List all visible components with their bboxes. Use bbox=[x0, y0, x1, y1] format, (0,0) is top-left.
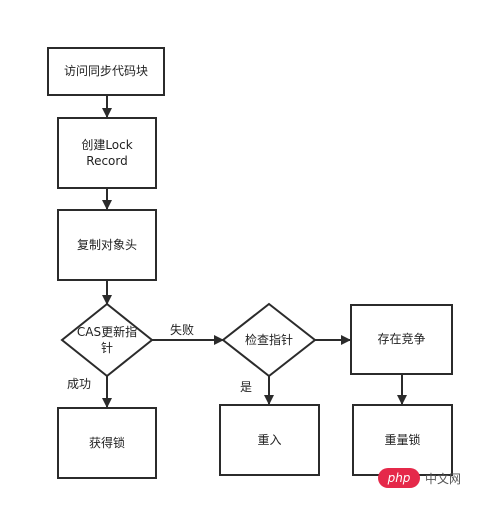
node-heavyweight-lock-label: 重量锁 bbox=[384, 432, 421, 447]
node-copy-object-header: 复制对象头 bbox=[57, 209, 157, 281]
edge-label-yes: 是 bbox=[240, 380, 253, 394]
node-cas-update-pointer: CAS更新指 针 bbox=[70, 318, 144, 362]
node-cas-update-pointer-label: CAS更新指 针 bbox=[76, 324, 138, 355]
edge-label-fail: 失败 bbox=[170, 323, 195, 337]
node-reentrant: 重入 bbox=[219, 404, 320, 476]
edge-label-success: 成功 bbox=[67, 377, 92, 391]
node-copy-object-header-label: 复制对象头 bbox=[76, 237, 137, 252]
node-check-pointer-label: 检查指针 bbox=[244, 332, 293, 347]
watermark: php 中文网 bbox=[378, 467, 478, 489]
node-access-sync-block: 访问同步代码块 bbox=[47, 47, 165, 96]
php-logo-icon: php bbox=[378, 468, 420, 488]
node-check-pointer: 检查指针 bbox=[230, 328, 308, 352]
watermark-site-text: 中文网 bbox=[425, 471, 462, 486]
cas-decision-diamond bbox=[60, 302, 154, 378]
node-reentrant-label: 重入 bbox=[257, 432, 282, 447]
node-access-sync-block-label: 访问同步代码块 bbox=[63, 64, 148, 79]
check-decision-diamond bbox=[221, 302, 317, 378]
node-acquire-lock: 获得锁 bbox=[57, 407, 157, 479]
node-has-contention-label: 存在竞争 bbox=[377, 332, 426, 347]
node-acquire-lock-label: 获得锁 bbox=[88, 435, 125, 450]
node-has-contention: 存在竞争 bbox=[350, 304, 453, 375]
node-create-lock-record: 创建Lock Record bbox=[57, 117, 157, 189]
node-heavyweight-lock: 重量锁 bbox=[352, 404, 453, 476]
node-create-lock-record-label: 创建Lock Record bbox=[81, 137, 133, 168]
